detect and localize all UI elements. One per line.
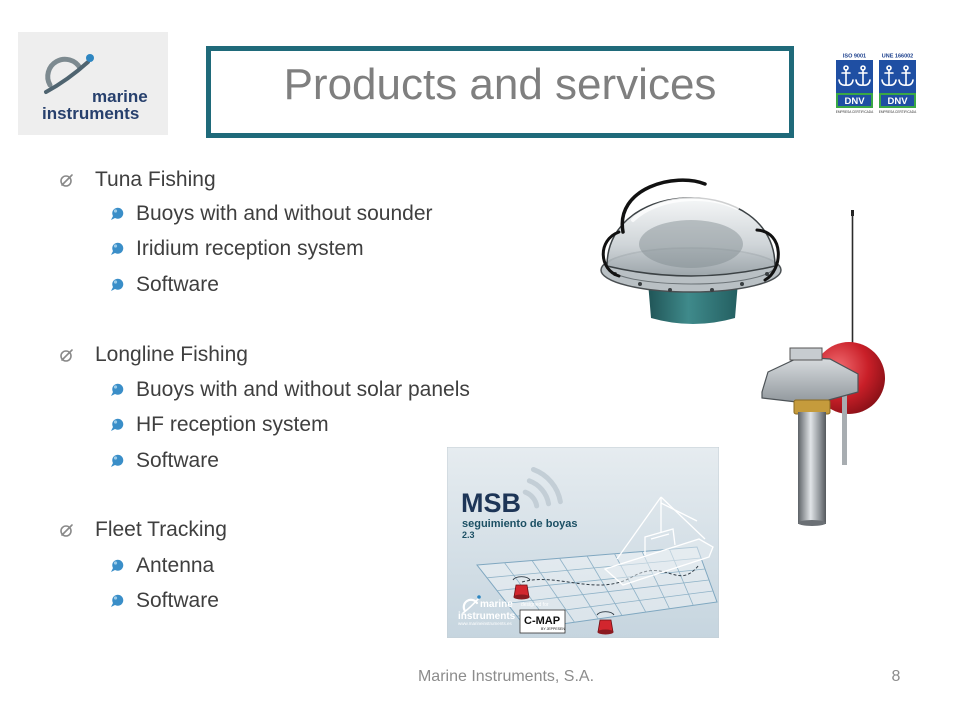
section-heading: Fleet Tracking — [58, 518, 227, 542]
list-item: Software — [108, 589, 219, 613]
blue-balloon-bullet-icon — [111, 383, 124, 396]
blue-balloon-bullet-icon — [111, 418, 124, 431]
section-heading-text: Longline Fishing — [95, 343, 248, 366]
anchor-icon — [881, 65, 914, 86]
blue-balloon-bullet-icon — [111, 278, 124, 291]
blue-balloon-bullet-icon — [111, 594, 124, 607]
msb-software-box-image: MSB seguimiento de boyas 2.3 marine inst… — [447, 447, 719, 638]
list-item: HF reception system — [108, 413, 329, 437]
buoy-cable — [601, 178, 780, 282]
slide-title: Products and services — [283, 60, 717, 109]
list-item-text: Buoys with and without solar panels — [136, 378, 470, 401]
blue-balloon-bullet-icon — [111, 207, 124, 220]
buoy-dome — [606, 197, 776, 277]
blue-balloon-bullet-icon — [111, 454, 124, 467]
partner-name: C-MAP — [524, 615, 560, 627]
product-version: 2.3 — [462, 530, 475, 540]
box-brand-line1: marine — [480, 599, 513, 610]
section-heading: Longline Fishing — [58, 343, 248, 367]
certification-standard: UNE 166002 — [882, 54, 914, 60]
section-heading-text: Tuna Fishing — [95, 168, 216, 191]
grid-line — [559, 558, 599, 620]
logo-text-line2: instruments — [42, 104, 139, 123]
certification-mark: DNV — [887, 96, 908, 107]
designed-for-label: designed for — [521, 602, 549, 608]
list-item: Buoys with and without sounder — [108, 202, 433, 226]
company-logo: marine instruments — [18, 32, 168, 135]
certification-caption: EMPRESA CERTIFICADA — [879, 110, 917, 114]
red-buoy-marker — [512, 576, 531, 600]
certification-standard: ISO 9001 — [843, 54, 866, 60]
brass-collar — [793, 399, 831, 415]
list-item: Iridium reception system — [108, 237, 364, 261]
box-website: www.marineinstruments.es — [458, 621, 513, 626]
certification-mark: DNV — [844, 96, 865, 107]
swirl-bullet-icon — [60, 524, 73, 537]
logo-text-line1: marine — [92, 87, 148, 106]
list-item-text: HF reception system — [136, 413, 329, 436]
side-rod — [842, 395, 847, 465]
signal-waves-icon — [522, 467, 563, 509]
certification-badge-une: UNE 166002 DNV EMPRESA CERTIFICADA — [879, 54, 917, 115]
anchor-icon — [838, 65, 871, 86]
blue-balloon-bullet-icon — [111, 559, 124, 572]
page-number: 8 — [891, 668, 901, 685]
section-heading-text: Fleet Tracking — [95, 518, 227, 541]
blue-balloon-bullet-icon — [111, 242, 124, 255]
red-buoy-marker — [596, 611, 615, 635]
slide-footer: Marine Instruments, S.A. — [417, 668, 595, 685]
product-subtitle: seguimiento de boyas — [462, 518, 578, 530]
antenna-buoy-image — [761, 210, 885, 526]
box-brand-line2: instruments — [458, 611, 516, 622]
certification-badges: ISO 9001 DNV EMPRESA CERTIFICADA UNE 166… — [836, 54, 917, 115]
title-box: Products and services — [206, 46, 794, 138]
section-heading: Tuna Fishing — [58, 168, 216, 192]
swirl-logo-icon — [44, 54, 94, 94]
list-item-text: Software — [136, 589, 219, 612]
buoy-tube — [798, 412, 826, 524]
swirl-logo-icon — [462, 595, 481, 614]
list-item: Software — [108, 273, 219, 297]
marine-instruments-logo: marine instruments — [42, 54, 148, 123]
product-name: MSB — [461, 488, 521, 518]
grid-line — [531, 560, 575, 623]
list-item-text: Software — [136, 273, 219, 296]
list-item-text: Iridium reception system — [136, 237, 364, 260]
dome-buoy-image — [600, 178, 782, 324]
list-item: Antenna — [108, 554, 214, 578]
fishing-vessel-drawing — [603, 496, 714, 586]
list-item-text: Software — [136, 449, 219, 472]
buoy-lid — [761, 356, 859, 405]
list-item: Software — [108, 449, 219, 473]
list-item: Buoys with and without solar panels — [108, 378, 470, 402]
swirl-bullet-icon — [60, 349, 73, 362]
swirl-bullet-icon — [60, 174, 73, 187]
partner-subtext: BY JEPPESEN — [541, 627, 565, 631]
list-item-text: Buoys with and without sounder — [136, 202, 433, 225]
partner-badge — [519, 609, 566, 634]
certification-badge-iso: ISO 9001 DNV EMPRESA CERTIFICADA — [836, 54, 874, 115]
grid-line — [586, 555, 623, 616]
certification-caption: EMPRESA CERTIFICADA — [836, 110, 874, 114]
list-item-text: Antenna — [136, 554, 215, 577]
